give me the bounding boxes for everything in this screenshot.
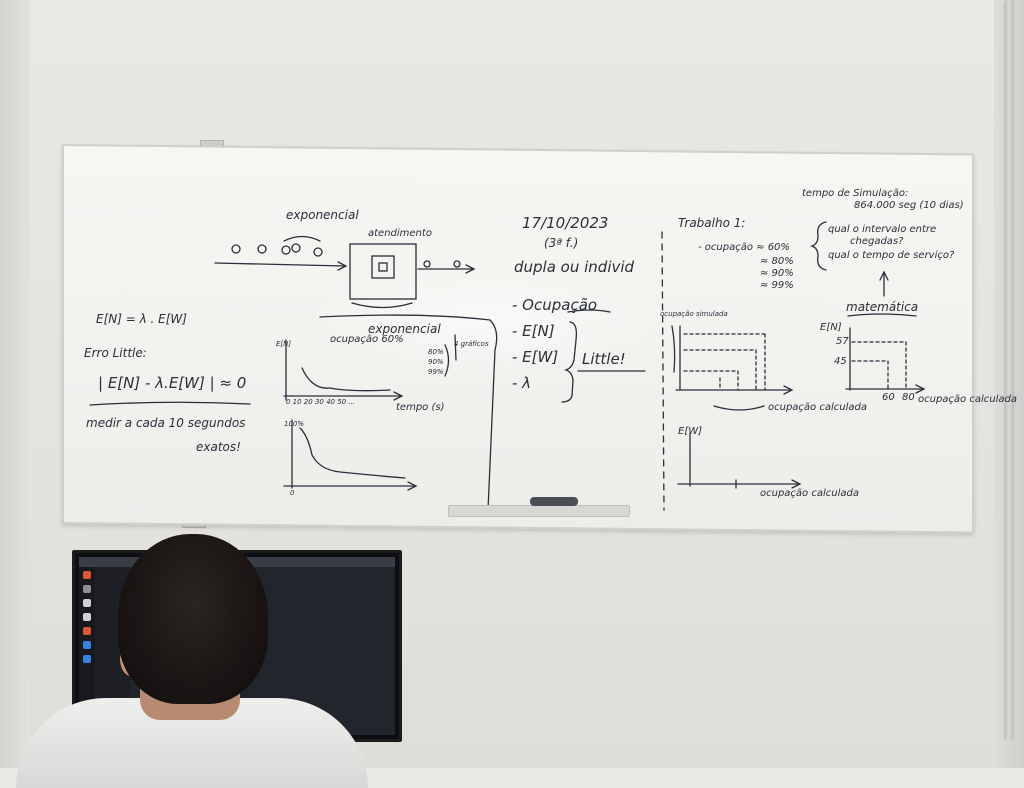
pct-90: 90% xyxy=(428,358,444,366)
formula-little: E[N] = λ . E[W] xyxy=(96,312,187,326)
zero-label: 0 xyxy=(290,489,295,497)
trabalho-title: Trabalho 1: xyxy=(678,216,746,230)
erro-little-title: Erro Little: xyxy=(84,346,147,360)
exatos-text: exatos! xyxy=(196,440,241,454)
tempo-sim-value: 864.000 seg (10 dias) xyxy=(854,200,964,211)
erro-little-formula: | E[N] - λ.E[W] | ≈ 0 xyxy=(98,374,247,392)
label-atendimento: atendimento xyxy=(368,228,432,239)
pct-80: 80% xyxy=(428,348,444,356)
ocupacao-label: ocupação 60% xyxy=(330,334,404,345)
screen-dock xyxy=(79,567,95,735)
occ-99: ≈ 99% xyxy=(760,280,794,291)
item-lambda: - λ xyxy=(512,374,532,392)
label-exponencial-bottom: exponencial xyxy=(368,322,441,336)
person-head xyxy=(118,534,268,704)
dock-app-icon[interactable] xyxy=(83,641,91,649)
chart-en-axis: E[N] xyxy=(276,340,292,348)
wall-left xyxy=(0,0,30,768)
eraser[interactable] xyxy=(530,497,578,506)
occ-90: ≈ 90% xyxy=(760,268,794,279)
marker-tray xyxy=(448,505,630,517)
tempo-sim-label: tempo de Simulação: xyxy=(802,188,909,199)
ocup-calc-label-3: ocupação calculada xyxy=(760,488,859,499)
dock-app-icon[interactable] xyxy=(83,599,91,607)
question-2: qual o tempo de serviço? xyxy=(828,250,955,261)
tempo-ticks: 0 10 20 30 40 50 ... xyxy=(286,398,356,406)
pct-99: 99% xyxy=(428,368,444,376)
dock-app-icon[interactable] xyxy=(83,613,91,621)
label-exponencial-top: exponencial xyxy=(286,208,359,222)
medir-text: medir a cada 10 segundos xyxy=(86,416,246,430)
date-text: 17/10/2023 xyxy=(522,214,609,232)
question-1: qual o intervalo entre xyxy=(828,224,937,235)
en-axis-label-right: E[N] xyxy=(820,322,842,333)
occ-60: - ocupação ≈ 60% xyxy=(698,242,790,253)
value-45: 45 xyxy=(834,356,847,367)
item-en: - E[N] xyxy=(512,322,555,340)
whiteboard-drawings xyxy=(89,221,926,511)
item-ocupacao: - Ocupação xyxy=(512,296,598,314)
ocup-calc-label-1: ocupação calculada xyxy=(768,402,867,413)
day-text: (3ª f.) xyxy=(544,236,579,250)
value-57: 57 xyxy=(836,336,849,347)
ew-axis-label: E[W] xyxy=(678,426,703,437)
matematica-label: matemática xyxy=(846,300,919,314)
dock-app-icon[interactable] xyxy=(83,655,91,663)
little-text: Little! xyxy=(582,350,626,368)
dock-app-icon[interactable] xyxy=(83,571,91,579)
wall-pipe xyxy=(1004,0,1014,740)
dock-app-icon[interactable] xyxy=(83,627,91,635)
question-1b: chegadas? xyxy=(850,236,904,247)
x-60: 60 xyxy=(882,392,895,403)
ocup-calc-label-2: ocupação calculada xyxy=(918,394,1017,405)
dupla-text: dupla ou individ xyxy=(514,258,635,276)
occ-80: ≈ 80% xyxy=(760,256,794,267)
item-ew: - E[W] xyxy=(512,348,559,366)
val-100: 100% xyxy=(284,420,305,428)
dock-app-icon[interactable] xyxy=(83,585,91,593)
tempo-axis: tempo (s) xyxy=(396,402,445,413)
ocup-simulada-label: ocupação simulada xyxy=(660,310,728,318)
x-80: 80 xyxy=(902,392,915,403)
graficos-note: 4 gráficos xyxy=(454,340,489,348)
